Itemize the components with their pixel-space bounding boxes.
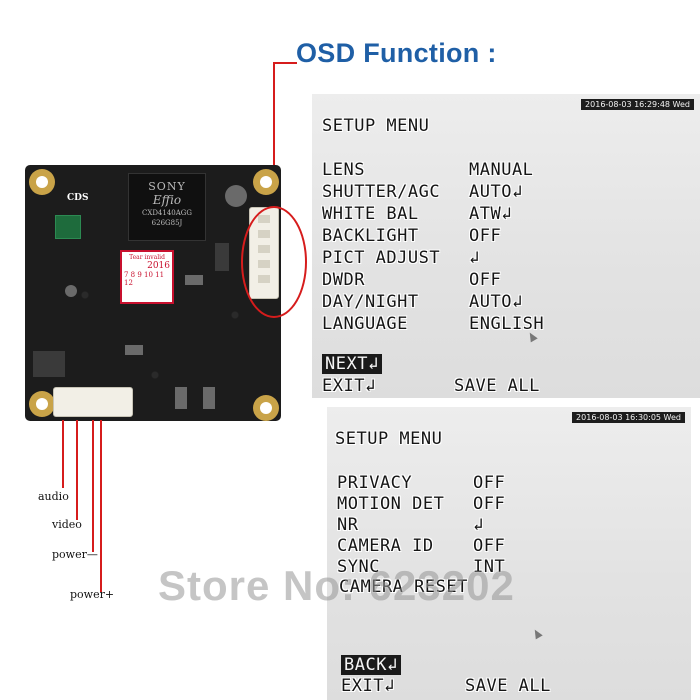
osd-row-label: PRIVACY	[337, 473, 413, 493]
osd-row-label: CAMERA RESET	[339, 577, 468, 597]
video-label: video	[52, 518, 82, 531]
power-positive-wire	[100, 420, 102, 592]
osd-screen-page1: 2016-08-03 16:29:48 Wed SETUP MENU LENS …	[312, 94, 700, 398]
osd-row-value: ATW↲	[469, 204, 512, 224]
chip-brand: SONY	[148, 180, 186, 193]
osd-save-all-button[interactable]: SAVE ALL	[454, 376, 540, 396]
osd-row-value: INT	[473, 557, 506, 577]
osd-row-value: OFF	[473, 494, 506, 514]
osd-row-value: ↲	[473, 515, 484, 535]
osd-next-button[interactable]: NEXT↲	[322, 354, 382, 374]
component	[125, 345, 143, 355]
osd-save-all-button[interactable]: SAVE ALL	[465, 676, 551, 696]
osd-row-label: SYNC	[337, 557, 380, 577]
osd-row-label: CAMERA ID	[337, 536, 434, 556]
osd-row-label: DAY/NIGHT	[322, 292, 419, 312]
sony-effio-chip: SONY Effio CXD4140AGG 626G85J	[128, 173, 206, 241]
chip-model: CXD4140AGG	[141, 209, 192, 217]
cds-label: CDS	[67, 193, 89, 203]
osd-row-value: ENGLISH	[469, 314, 545, 334]
osd-exit-button[interactable]: EXIT↲	[322, 376, 376, 396]
power-negative-label: power—	[52, 548, 98, 561]
osd-row-value: AUTO↲	[469, 182, 523, 202]
camera-board-image: CDS SONY Effio CXD4140AGG 626G85J Tear i…	[25, 165, 281, 421]
warranty-sticker: Tear invalid 2016 7 8 9 10 11 12	[120, 250, 174, 304]
osd-row-label: LENS	[322, 160, 365, 180]
osd-title: SETUP MENU	[322, 116, 430, 136]
osd-row-value: AUTO↲	[469, 292, 523, 312]
power-positive-label: power+	[70, 588, 115, 601]
osd-back-button[interactable]: BACK↲	[341, 655, 401, 675]
store-watermark: Store No: 623202	[158, 562, 515, 609]
video-wire	[76, 420, 78, 520]
osd-row-value: ↲	[469, 248, 480, 268]
component	[175, 387, 187, 409]
mount-hole	[253, 395, 279, 421]
osd-row-label: BACKLIGHT	[322, 226, 419, 246]
power-video-connector	[53, 387, 133, 417]
sticker-year: 2016	[147, 261, 170, 271]
audio-wire	[62, 420, 64, 488]
audio-label: audio	[38, 490, 69, 503]
osd-row-value: OFF	[473, 536, 506, 556]
osd-row-label: WHITE BAL	[322, 204, 419, 224]
mount-hole	[29, 391, 55, 417]
mount-hole	[253, 169, 279, 195]
osd-row-label: PICT ADJUST	[322, 248, 441, 268]
sticker-months: 7 8 9 10 11 12	[124, 271, 165, 287]
osd-row-label: SHUTTER/AGC	[322, 182, 441, 202]
osd-row-value: OFF	[469, 270, 502, 290]
osd-exit-button[interactable]: EXIT↲	[341, 676, 395, 696]
capacitor	[225, 185, 247, 207]
component	[215, 243, 229, 271]
osd-row-label: DWDR	[322, 270, 365, 290]
mount-hole	[29, 169, 55, 195]
osd-screen-page2: 2016-08-03 16:30:05 Wed SETUP MENU PRIVA…	[327, 407, 691, 700]
mouse-cursor-icon	[531, 627, 543, 640]
chip-model-code: 626G85J	[151, 219, 183, 227]
power-negative-wire	[92, 420, 94, 552]
cds-sensor	[55, 215, 81, 239]
osd-row-label: MOTION DET	[337, 494, 445, 514]
sticker-label: Tear invalid	[129, 254, 165, 261]
osd-row-value: OFF	[469, 226, 502, 246]
component	[185, 275, 203, 285]
connector-highlight	[241, 206, 307, 318]
osd-row-value: MANUAL	[469, 160, 534, 180]
osd-row-label: NR	[337, 515, 359, 535]
osd-timestamp: 2016-08-03 16:29:48 Wed	[581, 99, 694, 110]
component	[65, 285, 77, 297]
osd-timestamp: 2016-08-03 16:30:05 Wed	[572, 412, 685, 423]
callout-line-horizontal	[273, 62, 297, 64]
osd-function-heading: OSD Function :	[296, 38, 497, 68]
osd-title: SETUP MENU	[335, 429, 443, 449]
chip-brand-series: Effio	[152, 193, 182, 207]
inductor	[33, 351, 65, 377]
component	[203, 387, 215, 409]
callout-line-vertical	[273, 63, 275, 209]
osd-row-value: OFF	[473, 473, 506, 493]
osd-row-label: LANGUAGE	[322, 314, 408, 334]
